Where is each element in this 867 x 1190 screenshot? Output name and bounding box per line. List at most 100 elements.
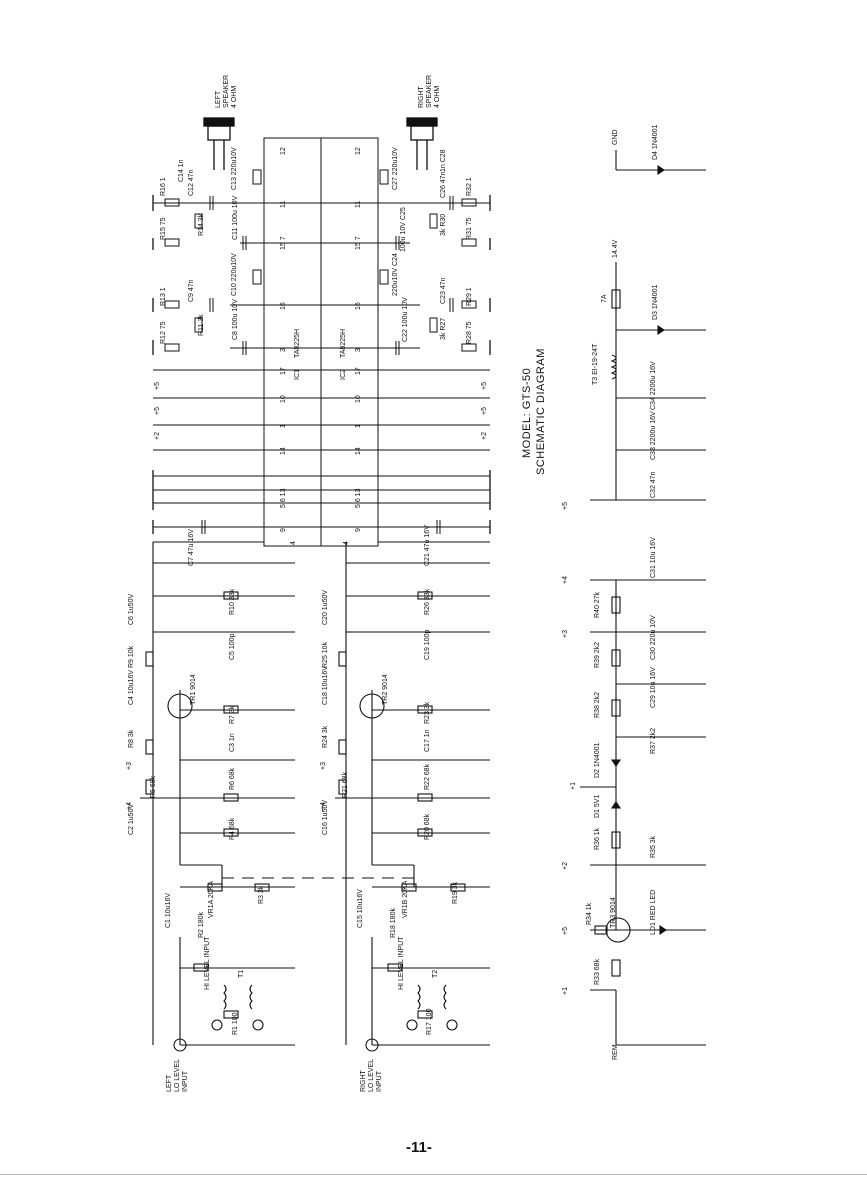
label-r31: R31 75 <box>466 217 473 240</box>
label-14v4: 14.4V <box>612 239 619 258</box>
label-r5: R5 68k <box>150 775 157 798</box>
label-c32: C32 47n <box>650 471 657 498</box>
label-c4: C4 10u16V <box>128 669 135 705</box>
label-c13: C13 220u10V <box>231 147 238 190</box>
page-number: -11- <box>406 1139 432 1156</box>
ic1-pin-14: 14 <box>280 447 287 455</box>
right-lo-level-label-1: RIGHT <box>360 1070 367 1092</box>
rail-plus1-bottom: +1 <box>562 987 569 995</box>
rail-plus3-right: +3 <box>320 762 327 770</box>
label-d4: D4 1N4001 <box>652 124 659 160</box>
label-c24: 220u10V C24 <box>392 253 399 296</box>
left-speaker-label-2: SPEAKER <box>223 74 230 108</box>
ic-pin-leads <box>153 202 490 543</box>
label-r27: 3k R27 <box>440 317 447 340</box>
ic2-pin-12: 12 <box>355 147 362 155</box>
label-c12: C12 47n <box>188 169 195 196</box>
rail-plus4-left: +4 <box>126 802 133 810</box>
ic2-pin-16: 16 <box>355 302 362 310</box>
label-c28: 1n C28 <box>440 149 447 172</box>
ic1-part: TA8225H <box>294 328 301 358</box>
label-r36: R36 1k <box>594 827 601 850</box>
label-c20: C20 1u50V <box>322 589 329 625</box>
label-c22: C22 100u 10V <box>402 297 409 342</box>
label-fuse-7a: 7A <box>601 294 608 303</box>
label-t1: T1 <box>238 969 245 978</box>
label-c5: C5 100p <box>229 633 236 660</box>
label-r23: R23 3k <box>424 701 431 724</box>
rail-plus5-l1: +5 <box>154 382 161 390</box>
label-r38: R38 2k2 <box>594 691 601 718</box>
label-r8: R8 3k <box>128 729 135 748</box>
right-lo-level-label-3: INPUT <box>376 1071 383 1092</box>
label-t3: T3 EI-19-24T <box>592 343 599 385</box>
ic2-pin-14: 14 <box>355 447 362 455</box>
label-c11: C11 100u 10V <box>232 195 239 240</box>
label-c29: C29 10u 16V <box>650 667 657 708</box>
right-speaker-label-1: RIGHT <box>418 86 425 108</box>
ic1-pin-3: 3 <box>280 348 287 352</box>
label-r7: R7 3k <box>229 705 236 724</box>
label-r11: R11 3k <box>198 314 205 336</box>
label-r10: R10 33k <box>229 588 236 615</box>
right-preamp-wiring <box>335 542 490 1052</box>
ic1-pin-1: 1 <box>280 424 287 428</box>
label-r35: R35 3k <box>650 835 657 858</box>
label-r16: R16 1 <box>160 177 167 196</box>
right-speaker-symbol <box>406 117 438 170</box>
label-c25: 100u 10V C25 <box>400 207 407 252</box>
left-hi-level-label: HI LEVEL INPUT <box>204 936 211 990</box>
ic2-pin-3: 3 <box>355 348 362 352</box>
label-c18: C18 10u16V <box>322 666 329 705</box>
rail-plus5-bottom: +5 <box>562 927 569 935</box>
label-c17: C17 1n <box>424 729 431 752</box>
label-r18: R18 180k <box>390 908 397 938</box>
left-preamp-wiring <box>140 542 295 1052</box>
rail-plus5-r1: +5 <box>481 382 488 390</box>
left-speaker-symbol <box>203 117 235 170</box>
ic1-label: IC1 <box>294 369 301 380</box>
label-r19: R19 3k <box>452 881 459 904</box>
rail-plus3: +3 <box>562 630 569 638</box>
label-r6: R6 68k <box>229 767 236 790</box>
ic1-body <box>263 137 322 547</box>
label-rem: REM <box>612 1044 619 1060</box>
top-right-components <box>379 169 477 534</box>
label-d2: D2 1N4001 <box>594 742 601 778</box>
ic2-pin-10: 10 <box>355 395 362 403</box>
ic1-pin-10: 10 <box>280 395 287 403</box>
label-c8: C8 100u 10V <box>232 299 239 340</box>
label-r20: R20 68k <box>424 813 431 840</box>
label-vr1a: VR1A 20KA <box>208 881 215 918</box>
ic2-pin-15-7: 15 7 <box>355 236 362 250</box>
rail-plus5-top: +5 <box>562 502 569 510</box>
ic1-pin-12: 12 <box>280 147 287 155</box>
ic1-pin-5-6-13: 5 6 13 <box>280 488 287 508</box>
rail-plus5-l2: +5 <box>154 407 161 415</box>
rail-plus2: +2 <box>562 862 569 870</box>
ic2-label: IC2 <box>340 369 347 380</box>
label-r17: R17 100 <box>426 1008 433 1035</box>
left-lo-level-label-3: INPUT <box>182 1071 189 1092</box>
left-speaker-label-3: 4 OHM <box>231 85 238 108</box>
label-c7: C7 47u 16V <box>188 529 195 566</box>
model-title: MODEL: GTS-50 <box>521 367 533 458</box>
label-r40: R40 27k <box>594 591 601 618</box>
label-r4: R4 68k <box>229 817 236 840</box>
left-lo-level-label-1: LEFT <box>166 1074 173 1092</box>
diagram-title: SCHEMATIC DIAGRAM <box>535 348 547 475</box>
ic1-pin-17: 17 <box>280 367 287 375</box>
rail-plus5-r2: +5 <box>481 407 488 415</box>
label-r24: R24 3k <box>322 725 329 748</box>
label-c27: C27 220u10V <box>392 147 399 190</box>
left-speaker-label-1: LEFT <box>215 90 222 108</box>
left-lo-level-label-2: LO LEVEL <box>174 1058 181 1092</box>
ic2-pin-17: 17 <box>355 367 362 375</box>
label-c10: C10 220u10V <box>231 253 238 296</box>
label-c21: C21 47u 16V <box>424 525 431 566</box>
power-supply-wiring <box>580 150 706 1046</box>
label-r30: 3k R30 <box>440 213 447 236</box>
label-c23: C23 47n <box>440 277 447 304</box>
ic1-pin-15-7: 15 7 <box>280 236 287 250</box>
label-r9: R9 10k <box>128 645 135 668</box>
